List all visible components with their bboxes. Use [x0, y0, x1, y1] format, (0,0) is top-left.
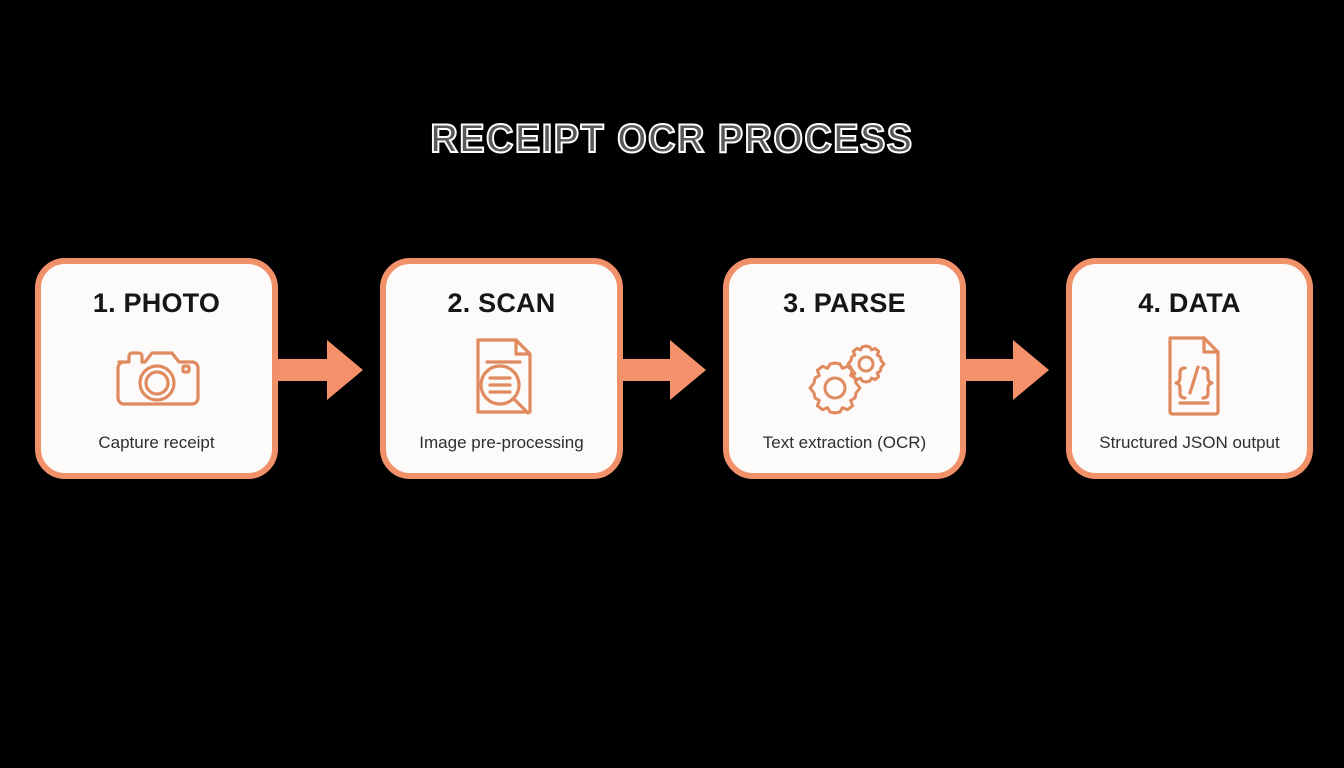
page-title: RECEIPT OCR PROCESS: [429, 116, 914, 162]
json-file-icon: [1144, 332, 1236, 420]
flow-step-title: 4. DATA: [1138, 288, 1241, 318]
flow-step-title: 3. PARSE: [783, 288, 906, 318]
flow-step-title: 2. SCAN: [447, 288, 556, 318]
process-flow: 1. PHOTO Capture receipt 2. SCAN: [35, 258, 1314, 479]
arrow-right-icon: [277, 340, 363, 400]
flow-step-caption: Structured JSON output: [1099, 433, 1280, 452]
arrow-right-icon: [620, 340, 706, 400]
arrow-right-icon: [963, 340, 1049, 400]
document-magnifier-icon: [456, 332, 548, 420]
camera-icon: [111, 332, 203, 420]
flow-step-caption: Image pre-processing: [419, 433, 584, 452]
flow-step-card-photo[interactable]: 1. PHOTO Capture receipt: [35, 258, 278, 479]
gears-icon: [799, 332, 891, 420]
flow-step-card-parse[interactable]: 3. PARSE Text extraction (OCR): [723, 258, 966, 479]
flow-step-card-data[interactable]: 4. DATA Structured JSON output: [1066, 258, 1313, 479]
flow-step-caption: Capture receipt: [98, 433, 215, 452]
flow-step-caption: Text extraction (OCR): [762, 433, 927, 452]
flow-step-card-scan[interactable]: 2. SCAN Image pre-processing: [380, 258, 623, 479]
flow-step-title: 1. PHOTO: [92, 288, 221, 318]
